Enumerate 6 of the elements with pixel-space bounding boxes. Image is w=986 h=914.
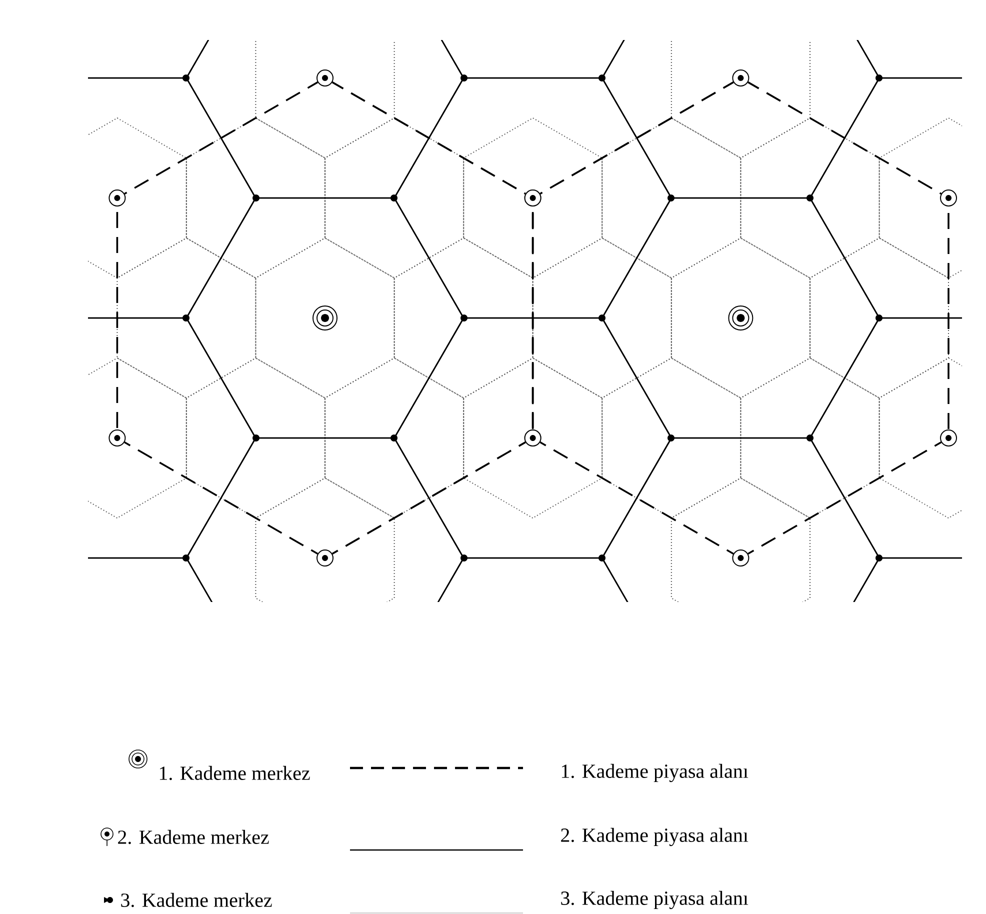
legend-text: 1. Kademe merkez <box>160 766 310 780</box>
legend-text: 3. Kademe piyasa alanı <box>561 890 748 910</box>
legend-text: 1. Kademe piyasa alanı <box>562 764 748 782</box>
legend-text: 2. Kademe merkez <box>118 830 269 844</box>
legend-text: 3. Kademe merkez <box>121 892 272 908</box>
legend-text: 2. Kademe piyasa alanı <box>561 828 748 846</box>
